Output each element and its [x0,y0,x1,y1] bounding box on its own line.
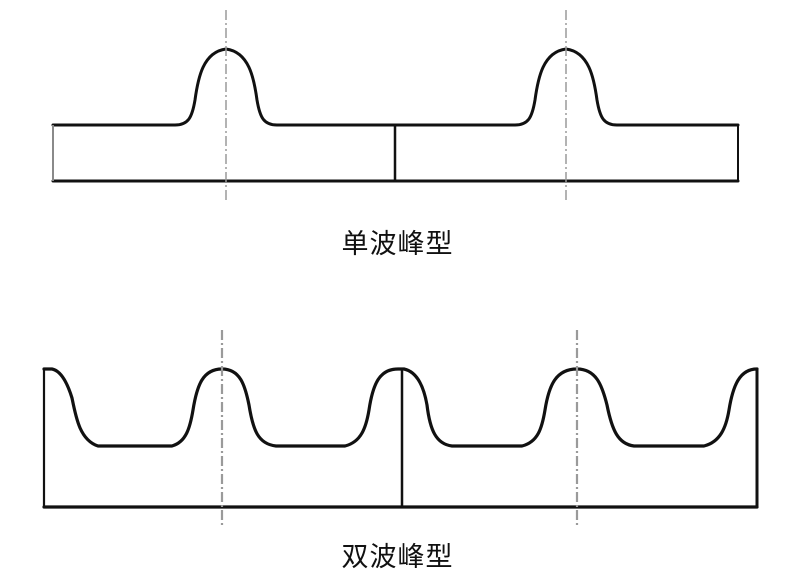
single-peak-caption: 单波峰型 [341,229,454,260]
single-peak-top-outline [51,47,740,127]
double-peak-profile [42,367,759,509]
double-peak-top-outline [42,367,759,448]
double-peak-caption: 双波峰型 [341,542,454,573]
double-peak-centerlines [220,330,579,528]
single-peak-centerlines [225,10,567,202]
single-peak-profile [51,47,740,183]
